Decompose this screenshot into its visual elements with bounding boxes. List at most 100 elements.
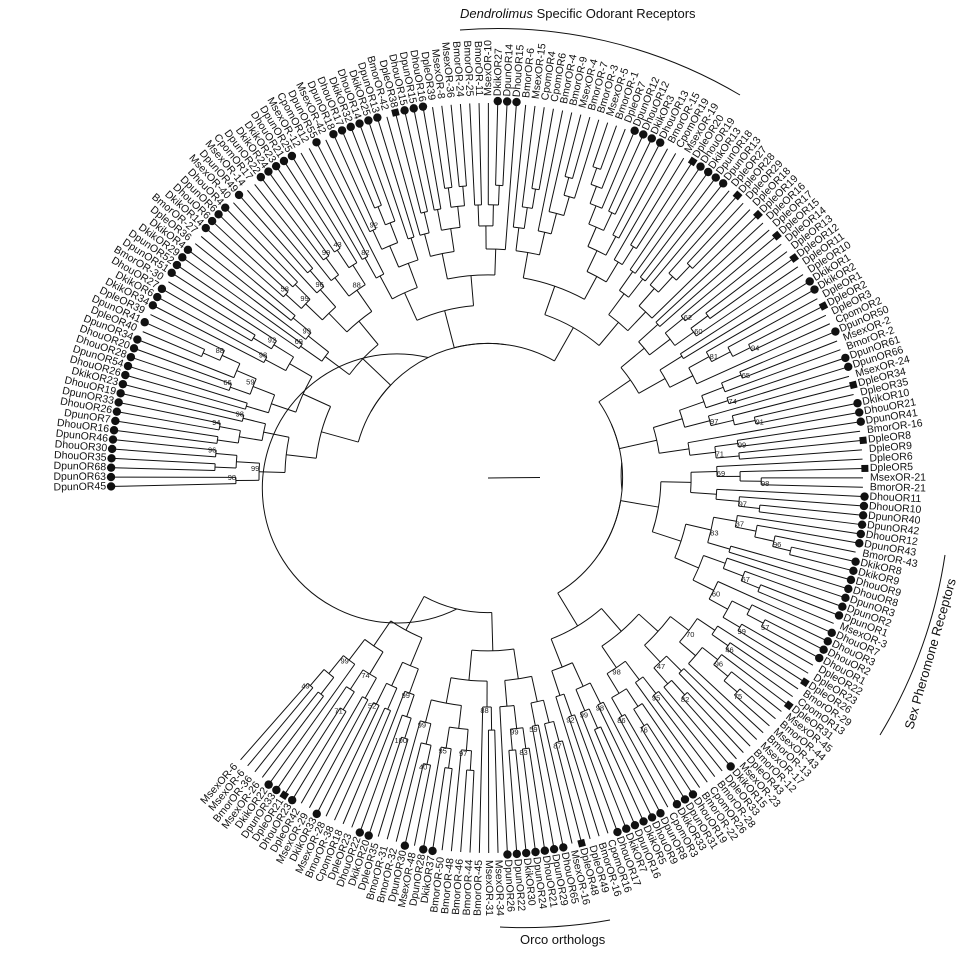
branch-arc [586, 271, 607, 283]
branch-arc [606, 660, 626, 675]
branch-arc [459, 185, 467, 188]
branch-line [247, 687, 314, 767]
branch-line [214, 466, 237, 469]
branch-line [391, 662, 404, 686]
bootstrap-value: 94 [751, 344, 759, 353]
branch-line [738, 440, 862, 454]
leaf-marker-circle [157, 284, 167, 294]
leaf-marker-circle [346, 122, 355, 132]
branch-line [450, 749, 462, 852]
branch-line [611, 697, 623, 717]
branch-line [294, 284, 311, 300]
leaf-marker-circle [129, 344, 139, 353]
bootstrap-value: 71 [334, 707, 342, 716]
branch-line [259, 471, 285, 473]
branch-line [537, 724, 564, 846]
branch-arc [508, 749, 516, 751]
branch-line [635, 162, 693, 249]
leaf-marker-circle [815, 653, 824, 663]
branch-line [127, 375, 246, 410]
branch-line [246, 405, 269, 414]
branch-line [423, 212, 430, 233]
branch-line [638, 613, 659, 632]
branch-line [253, 337, 272, 350]
branch-line [679, 401, 705, 411]
branch-arc [386, 682, 398, 689]
branch-line [663, 686, 730, 766]
branch-line [706, 290, 814, 353]
branch-line [445, 677, 452, 704]
leaf-label: MsexOR-10 [482, 40, 494, 96]
leaf-marker-circle [287, 151, 297, 161]
branch-arc [551, 662, 573, 672]
branch-line [342, 710, 392, 825]
leaf-marker-circle [502, 97, 512, 106]
branch-line [723, 568, 744, 577]
leaf-labels: DpunOR45DpunOR63DpunOR68DhouOR35DhouOR30… [53, 40, 926, 916]
branch-line [740, 468, 863, 473]
branch-line [751, 314, 827, 352]
branch-line [351, 128, 382, 206]
branch-line [601, 128, 626, 189]
branch-line [685, 523, 712, 531]
branch-line [426, 745, 432, 765]
branch-arc [544, 314, 600, 346]
branch-line [512, 104, 527, 228]
bootstrap-value: 60 [712, 590, 720, 599]
branch-line [132, 357, 230, 391]
bootstrap-values: 6260948165749197997198699796378367579960… [208, 220, 781, 771]
leaf-label: BmorOR-11 [472, 41, 485, 97]
branch-line [726, 557, 844, 598]
bootstrap-value: 99 [580, 710, 588, 719]
branch-line [469, 750, 472, 771]
branch-line [620, 500, 659, 508]
bootstrap-value: 57 [761, 623, 769, 632]
branch-line [395, 742, 422, 842]
branch-line [618, 717, 669, 808]
branch-line [352, 264, 366, 285]
branch-arc [688, 647, 703, 664]
branch-line [300, 345, 323, 362]
branch-line [233, 202, 318, 294]
branch-arc [633, 703, 643, 710]
leaf-marker-circle [329, 129, 338, 139]
leaf-marker-circle [639, 817, 648, 826]
branch-line [568, 716, 609, 834]
branch-line [725, 648, 793, 698]
leaf-marker-circle [844, 584, 853, 594]
bootstrap-value: 96 [715, 660, 723, 669]
branch-arc [330, 274, 339, 282]
leaf-marker-circle [178, 253, 187, 262]
branch-arc [758, 505, 761, 512]
branch-arc [392, 287, 418, 300]
leaf-marker-circle [121, 370, 130, 380]
branch-arc [364, 639, 384, 653]
branch-line [761, 484, 863, 488]
leaf-marker-circle [656, 809, 665, 818]
branch-line [649, 338, 671, 356]
branch-line [555, 742, 582, 842]
leaf-marker-circle [857, 520, 867, 529]
branch-line [683, 668, 758, 740]
branch-arc [757, 584, 762, 592]
branch-line [690, 315, 709, 329]
branch-line [217, 439, 239, 444]
bootstrap-value: 99 [738, 627, 746, 636]
leaf-marker-circle [639, 130, 648, 139]
leaf-marker-square [687, 156, 698, 167]
branch-line [680, 274, 804, 355]
branch-line [348, 639, 366, 661]
leaf-label: BmorOR-24 [450, 41, 466, 98]
leaf-marker-circle [838, 602, 847, 611]
branch-line [129, 366, 248, 404]
branch-line [321, 431, 359, 443]
branch-line [709, 258, 793, 319]
branch-line [284, 707, 341, 794]
branch-line [658, 276, 674, 293]
branch-line [563, 177, 570, 196]
branch-line [531, 188, 536, 209]
branch-arc [705, 312, 711, 319]
branch-line [364, 257, 377, 279]
branch-arc [736, 440, 739, 447]
